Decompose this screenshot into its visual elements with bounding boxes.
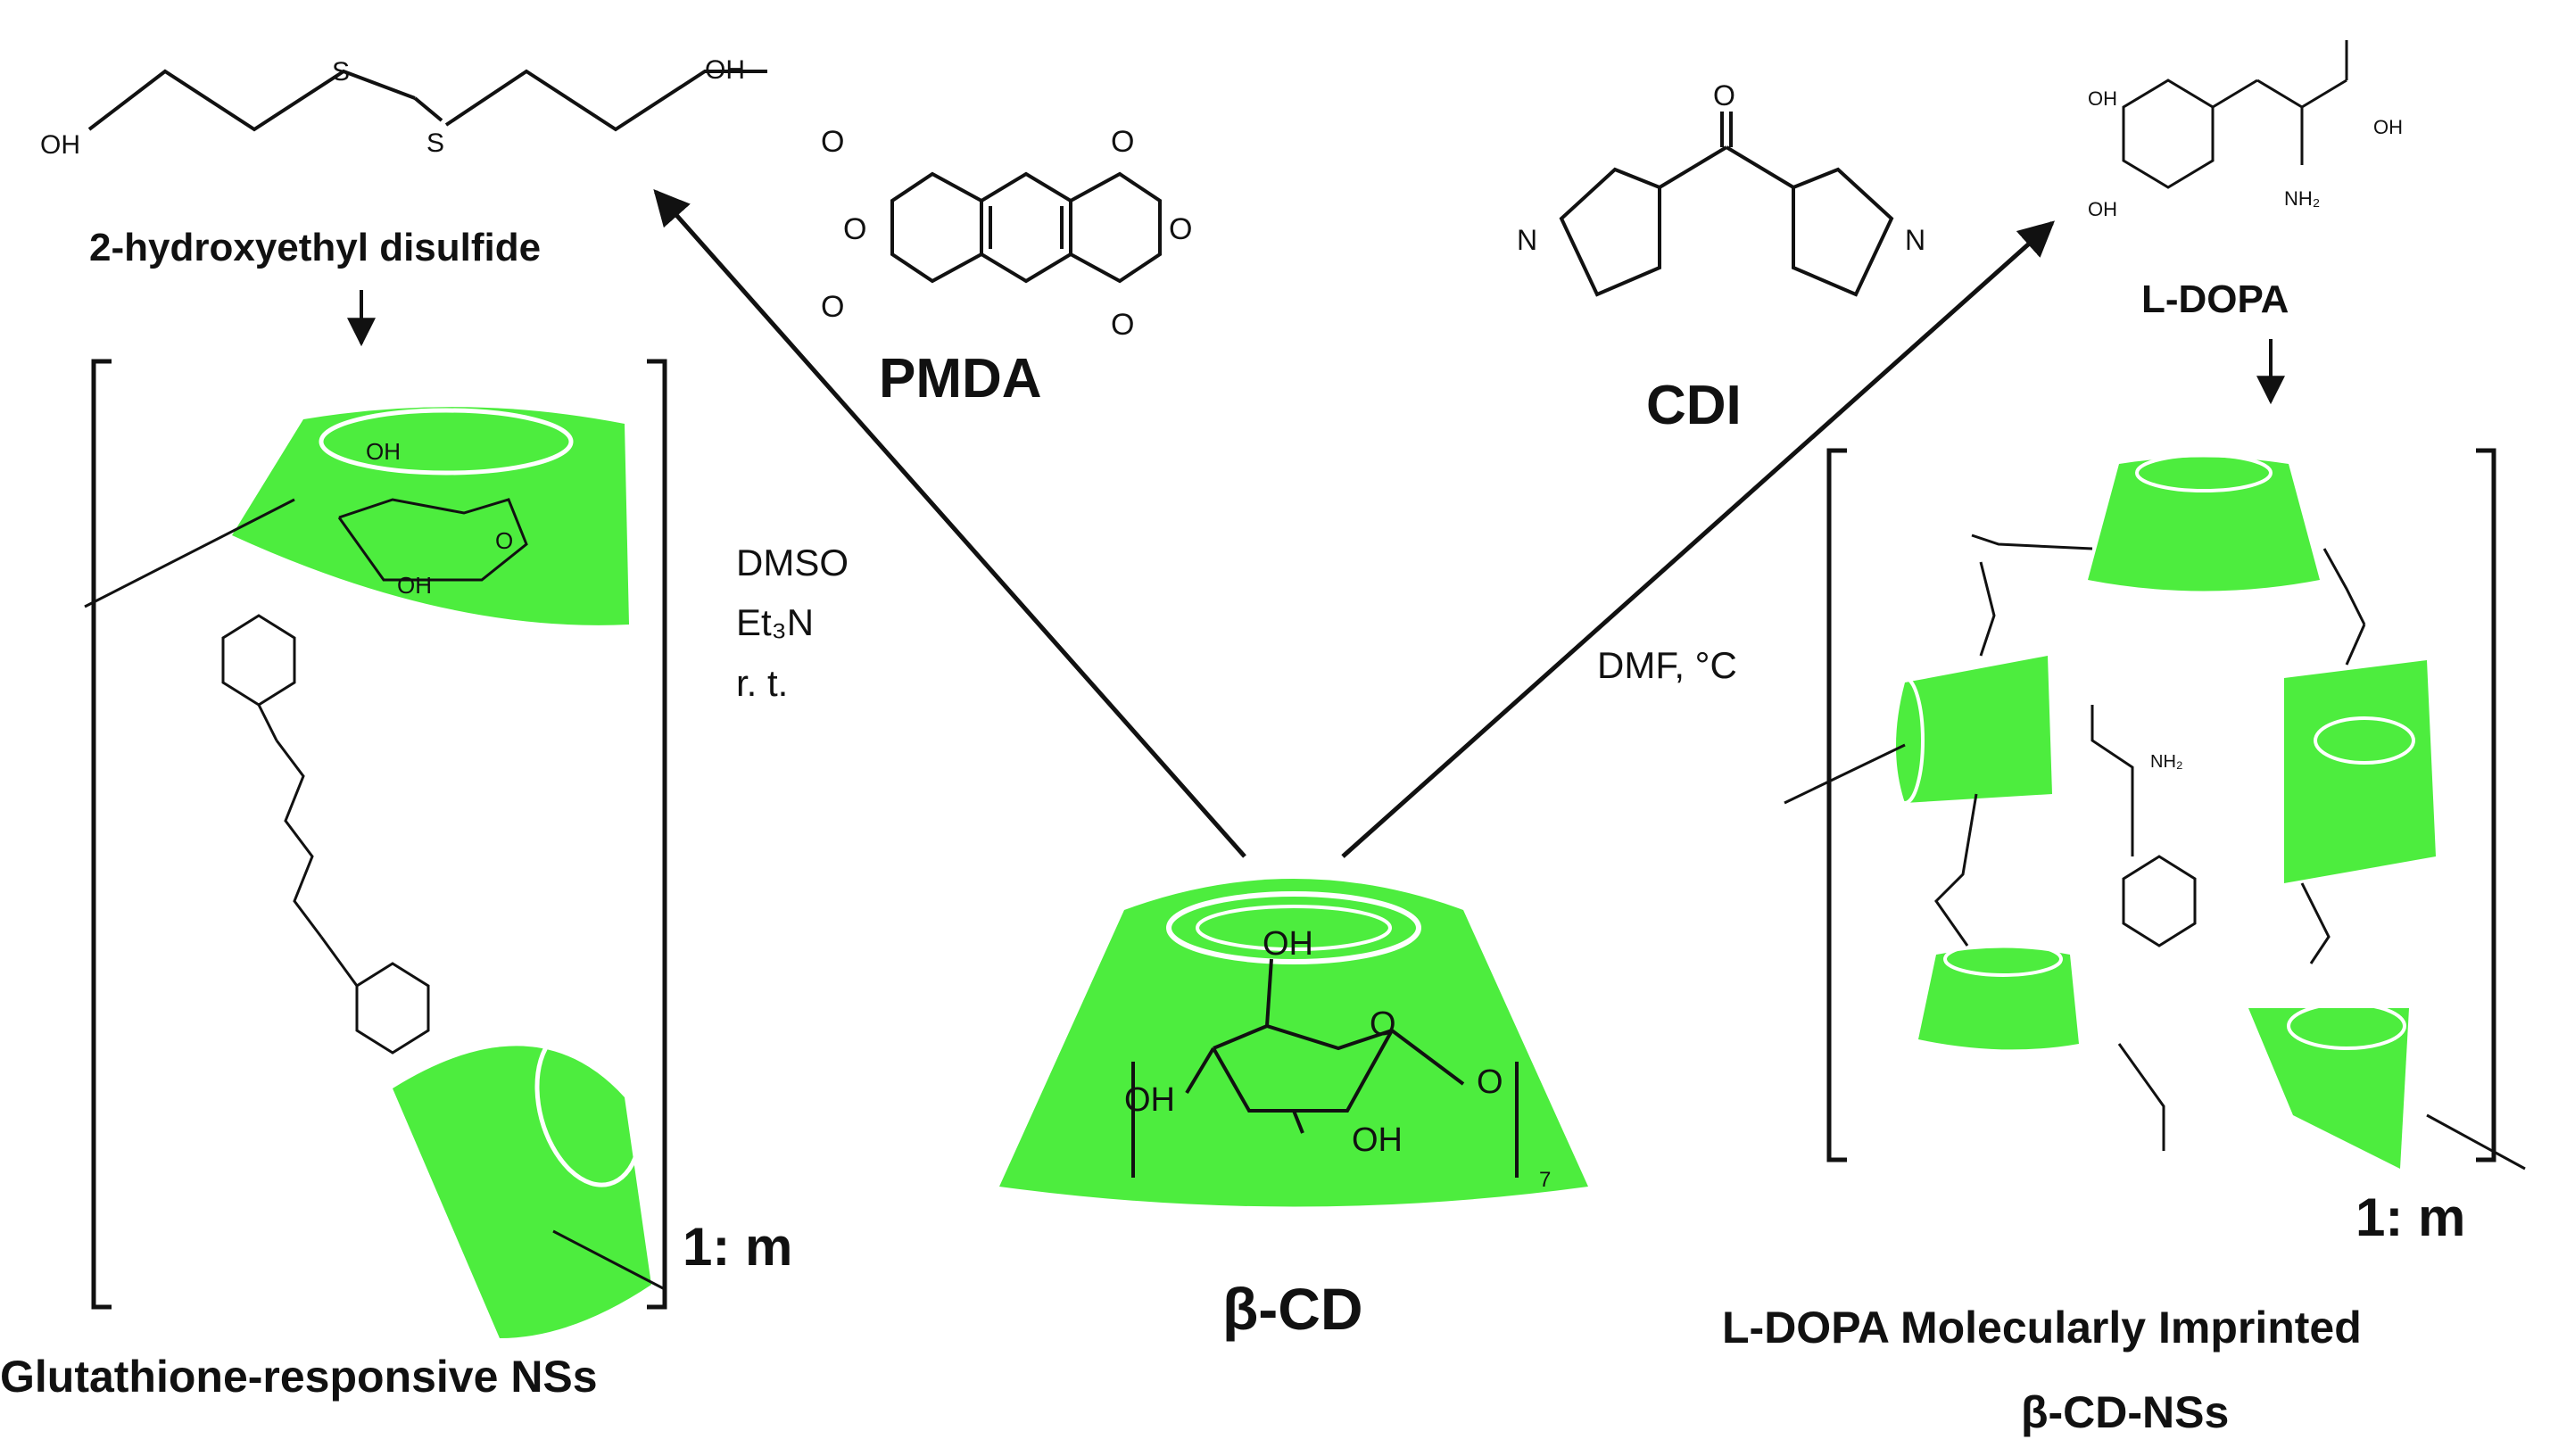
right-cd-right [2284,660,2436,883]
ldopa-oh-1: OH [2088,87,2117,110]
beta-cd-oh-left: OH [1124,1081,1175,1119]
left-cd-bottom [393,1025,666,1338]
right-cd-bottom-left [1918,941,2079,1050]
pmda-label: PMDA [879,348,1042,410]
left-bracket [91,359,667,1310]
svg-text:OH: OH [366,438,401,465]
cdi-structure [1559,112,1894,297]
svg-text:O: O [495,527,513,554]
beta-cd-subscript: 7 [1539,1168,1551,1192]
svg-text:O: O [1111,308,1134,342]
svg-text:O: O [843,212,866,246]
disulfide-structure [87,69,767,132]
cdi-label: CDI [1646,375,1742,436]
svg-text:OH: OH [397,572,432,599]
right-cd-bottom-right [2248,1002,2409,1169]
left-product-label: Glutathione-responsive NSs [0,1352,598,1402]
cond-left-2: Et₃N [736,601,814,643]
right-ldopa-template [2091,705,2197,947]
right-product-label-2: β-CD-NSs [2021,1387,2229,1437]
svg-text:O: O [821,290,844,324]
beta-cd-oh-top: OH [1263,925,1313,963]
ldopa-label: L-DOPA [2141,277,2289,321]
beta-cd-o-link: O [1477,1063,1503,1101]
right-template-nh2: NH₂ [2150,752,2183,772]
disulfide-s1: S [332,57,350,87]
ldopa-structure [2122,40,2348,189]
right-linkers [1784,534,2526,1171]
left-ratio: 1: m [683,1217,792,1277]
right-bracket [1826,448,2496,1162]
beta-cd-glucose [1131,958,1519,1178]
disulfide-s2: S [426,128,444,158]
left-cd-top: OH OH O [84,407,629,625]
pmda-oxygens: O O O O O O [821,125,1192,342]
cdi-o: O [1713,79,1735,112]
disulfide-oh-left: OH [40,130,80,160]
cdi-n-right: N [1905,224,1925,256]
svg-text:O: O [1169,212,1192,246]
right-ratio: 1: m [2355,1187,2465,1247]
svg-text:O: O [821,125,844,159]
arrow-to-disulfide [653,189,1246,858]
ldopa-nh2: NH₂ [2284,187,2320,210]
left-linker [221,614,430,1055]
cdi-n-left: N [1517,224,1537,256]
cond-right-1: DMF, °C [1597,644,1737,686]
cond-left-1: DMSO [736,542,849,583]
beta-cd-o-ring: O [1370,1005,1396,1043]
arrow-to-ldopa [1341,220,2055,858]
beta-cd-oh-bottom: OH [1352,1121,1403,1159]
svg-text:O: O [1111,125,1134,159]
ldopa-oh-2: OH [2088,198,2117,220]
ldopa-oh-3: OH [2373,116,2403,138]
pmda-structure [890,171,1162,284]
beta-cd-cone [999,879,1588,1207]
cond-left-3: r. t. [736,662,788,704]
disulfide-label: 2-hydroxyethyl disulfide [89,226,541,269]
beta-cd-label: β-CD [1222,1276,1363,1342]
disulfide-oh-right: OH [705,55,745,85]
right-product-label-1: L-DOPA Molecularly Imprinted [1722,1303,2362,1353]
right-cd-left [1885,656,2052,805]
right-cd-top [2088,453,2320,592]
